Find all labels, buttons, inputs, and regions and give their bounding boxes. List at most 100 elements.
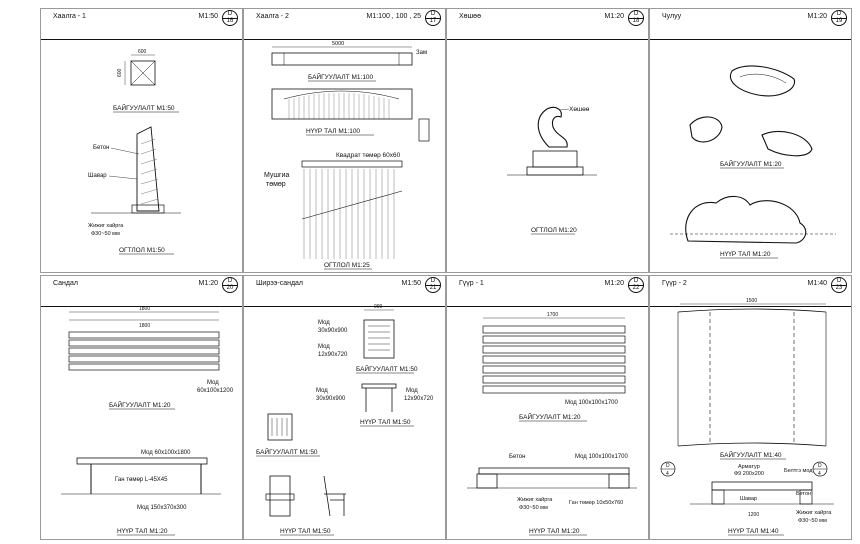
label-wood-4: Мод bbox=[406, 388, 418, 394]
label-wood-1-size: 60x100x1200 bbox=[197, 388, 234, 394]
label-wood-2-size: 12x90x720 bbox=[318, 352, 348, 358]
label-prepared-wood: Белтгэ мод bbox=[784, 468, 813, 474]
label-hoshoo: Хөшөө bbox=[569, 106, 590, 113]
caption-table-elevation: НҮҮР ТАЛ M1:50 bbox=[360, 419, 411, 426]
label-zam: Зам bbox=[416, 50, 427, 56]
label-rebar: Арматур bbox=[738, 464, 760, 470]
header-divider bbox=[650, 39, 851, 40]
caption-table-plan: БАЙГУУЛАЛТ M1:50 bbox=[356, 364, 418, 373]
panel-scale: M1:20 bbox=[604, 280, 624, 287]
chuluu-drawing: БАЙГУУЛАЛТ M1:20 НҮҮР ТАЛ M1:20 bbox=[670, 65, 836, 259]
dim-width: 900 bbox=[374, 304, 383, 310]
panel-title: Гүүр - 1 bbox=[459, 280, 484, 287]
caption-elevation: НҮҮР ТАЛ M1:40 bbox=[728, 528, 779, 535]
haalga-2-drawing: 5000 Зам БАЙГУУЛАЛТ M1:100 НҮҮР ТАЛ M1:1… bbox=[264, 41, 430, 270]
label-square-iron: Квадрат төмөр 60x60 bbox=[336, 152, 401, 159]
label-steel-angle: Ган төмөр L-45X45 bbox=[115, 477, 168, 483]
label-gravel: Жижиг хайрга bbox=[796, 509, 832, 516]
panel-title: Хаалга - 2 bbox=[256, 13, 289, 20]
caption-elevation: НҮҮР ТАЛ M1:20 bbox=[529, 528, 580, 535]
detail-circle-right-bottom: 4 bbox=[818, 471, 821, 477]
dim-width: 600 bbox=[138, 49, 147, 55]
panel-title: Сандал bbox=[53, 280, 78, 287]
label-gravel-size: Ф30~50 мм bbox=[798, 518, 827, 524]
panel-scale: M1:50 bbox=[198, 13, 218, 20]
panel-scale: M1:40 bbox=[807, 280, 827, 287]
header-divider bbox=[447, 39, 648, 40]
label-beton: Бетон bbox=[93, 145, 109, 151]
sandal-drawing: 1800 1800 Мод 60x100x1200 БАЙГУУЛАЛТ M1:… bbox=[61, 306, 234, 536]
label-wood-4-size: 12x90x720 bbox=[404, 396, 434, 402]
caption-plan: БАЙГУУЛАЛТ M1:100 bbox=[308, 72, 374, 81]
panel-title: Ширээ-сандал bbox=[256, 280, 304, 287]
panel-title: Хаалга - 1 bbox=[53, 13, 86, 20]
label-steel: Ган төмөр 10x50x760 bbox=[569, 500, 623, 506]
label-wood-3: Мод bbox=[316, 388, 328, 394]
panel-title: Хөшөө bbox=[459, 13, 481, 20]
caption-plan: БАЙГУУЛАЛТ M1:20 bbox=[109, 400, 171, 409]
panel-title: Чулуу bbox=[662, 13, 682, 20]
panel-title: Гүүр - 2 bbox=[662, 280, 687, 287]
label-wood-3-size: 30x90x900 bbox=[316, 396, 346, 402]
header-divider bbox=[244, 39, 445, 40]
header-divider bbox=[650, 306, 851, 307]
label-gravel: Жижиг хайрга bbox=[517, 496, 553, 503]
header-divider bbox=[447, 306, 648, 307]
label-beton: Бетон bbox=[509, 454, 525, 460]
panel-scale: M1:100 , 100 , 25 bbox=[366, 13, 421, 20]
caption-plan: БАЙГУУЛАЛТ M1:40 bbox=[720, 450, 782, 459]
caption-elevation: НҮҮР ТАЛ M1:20 bbox=[117, 528, 168, 535]
label-wood-2: Мод 60x100x1800 bbox=[141, 450, 191, 456]
label-wood-1: Мод 100x100x1700 bbox=[565, 400, 618, 406]
label-rebar-size: Ф9 200x200 bbox=[734, 471, 764, 477]
label-gravel: Жижиг хайрга bbox=[88, 222, 124, 229]
caption-elevation: НҮҮР ТАЛ M1:100 bbox=[306, 128, 360, 135]
header-divider bbox=[41, 306, 242, 307]
caption-chair-plan: БАЙГУУЛАЛТ M1:50 bbox=[256, 447, 318, 456]
label-gravel-size: Ф30~50 мм bbox=[91, 231, 120, 237]
guur-1-drawing: 1700 Мод 100x100x1700 БАЙГУУЛАЛТ M1:20 Б… bbox=[467, 312, 637, 536]
caption-chair-elevation: НҮҮР ТАЛ M1:50 bbox=[280, 528, 331, 535]
caption-section: ОГТЛОЛ M1:50 bbox=[119, 247, 165, 254]
header-divider bbox=[41, 39, 242, 40]
label-wood-1-size: 30x90x900 bbox=[318, 328, 348, 334]
label-shavar: Шавар bbox=[88, 173, 107, 179]
caption-plan: БАЙГУУЛАЛТ M1:50 bbox=[113, 103, 175, 112]
dim-width-inner: 1800 bbox=[139, 323, 150, 329]
detail-circle-right-top: D bbox=[818, 463, 822, 469]
caption-plan: БАЙГУУЛАЛТ M1:20 bbox=[519, 412, 581, 421]
label-twisted-1: Мушгиа bbox=[264, 172, 289, 179]
detail-circle-left-bottom: 4 bbox=[666, 471, 669, 477]
dim-height: 600 bbox=[117, 68, 123, 77]
label-shavar: Шавар bbox=[740, 496, 757, 502]
panel-scale: M1:20 bbox=[807, 13, 827, 20]
dim-width: 1500 bbox=[746, 298, 757, 304]
guur-2-drawing: 1500 БАЙГУУЛАЛТ M1:40 D 4 D 4 Арматур Ф9… bbox=[660, 298, 834, 536]
caption-section: ОГТЛОЛ M1:25 bbox=[324, 262, 370, 269]
label-twisted-2: төмөр bbox=[266, 181, 286, 188]
header-divider bbox=[244, 306, 445, 307]
